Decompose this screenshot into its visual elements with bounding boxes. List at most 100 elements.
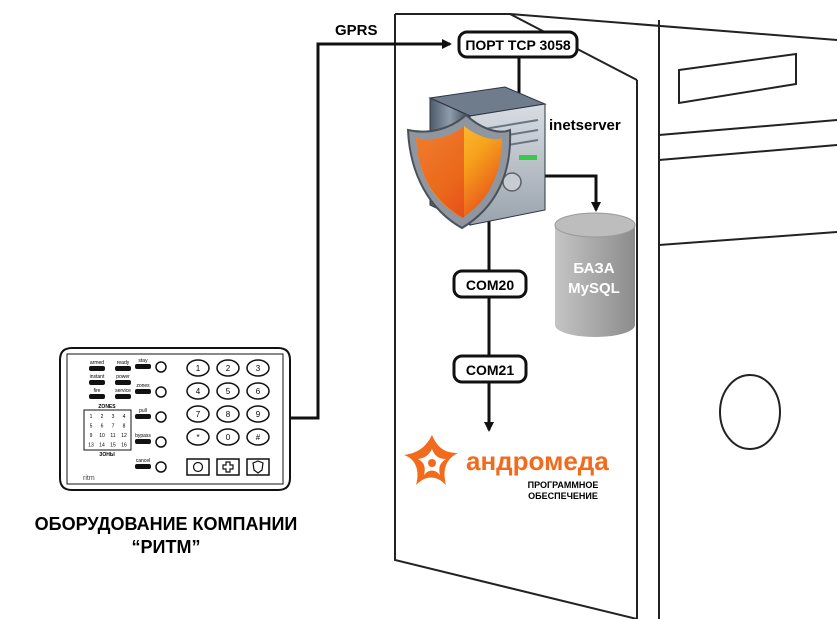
keypad-key <box>246 428 270 446</box>
keypad-key-label: 8 <box>226 410 231 419</box>
bay-divider-3 <box>658 231 837 246</box>
zone-number: 9 <box>90 433 93 439</box>
zone-number: 3 <box>112 414 115 420</box>
keypad-key <box>216 428 240 446</box>
keypad-indicators: armed ready instant power fire service <box>89 360 131 399</box>
side-button <box>135 389 151 394</box>
fire-key-icon <box>186 458 210 476</box>
side-button-label: bypass <box>135 433 151 439</box>
bay-divider-1 <box>658 119 837 136</box>
side-button-label: pull <box>139 408 147 414</box>
keypad-key-label: * <box>196 433 199 442</box>
tower-front-edge <box>394 14 638 619</box>
led-icon <box>519 155 537 160</box>
indicator-label: power <box>116 374 130 380</box>
side-button <box>135 414 151 419</box>
police-key-icon <box>246 458 270 476</box>
indicator-label: instant <box>90 374 105 380</box>
keypad-key <box>216 382 240 400</box>
keypad-key-label: 6 <box>256 387 261 396</box>
com20-box: COM20 <box>452 269 528 299</box>
shield-icon <box>406 113 512 230</box>
db-label-line2: MySQL <box>568 280 620 297</box>
side-button-ring <box>155 386 167 398</box>
keypad-key <box>216 405 240 423</box>
zones-frame <box>83 409 132 451</box>
keypad-side-buttons: stay zones pull bypass cancel <box>135 358 167 473</box>
indicator-led <box>115 394 131 399</box>
zone-number: 11 <box>110 433 115 439</box>
side-button-label: stay <box>138 358 148 364</box>
zone-number: 13 <box>88 443 94 449</box>
keypad-key <box>186 359 210 377</box>
port-label: ПОРТ TCP 3058 <box>465 37 571 53</box>
indicator-led <box>89 394 105 399</box>
andromeda-star-icon <box>404 435 458 485</box>
keypad-key-label: 0 <box>226 433 231 442</box>
indicator-led <box>89 366 105 371</box>
side-button-ring <box>155 411 167 423</box>
indicator-label: armed <box>90 360 104 366</box>
zone-number: 8 <box>123 424 126 430</box>
computer-tower <box>394 13 837 619</box>
drive-bay-slot <box>678 52 797 105</box>
keypad-key-label: 1 <box>196 364 201 373</box>
zone-number: 15 <box>110 443 116 449</box>
zone-number: 2 <box>101 414 104 420</box>
zone-number: 10 <box>99 433 105 439</box>
indicator-label: ready <box>117 360 130 366</box>
server-db-line <box>537 171 601 212</box>
zone-number: 14 <box>99 443 105 449</box>
keypad-brand: ritm <box>83 475 95 482</box>
keypad-key <box>246 405 270 423</box>
andromeda-logo: андромеда ПРОГРАММНОЕ ОБЕСПЕЧЕНИЕ <box>404 435 609 501</box>
keypad-key <box>186 382 210 400</box>
keypad-key <box>246 359 270 377</box>
side-button-ring <box>155 461 167 473</box>
connections <box>290 39 601 432</box>
zone-number: 4 <box>123 414 126 420</box>
zones-title-ru: ЗОНЫ <box>99 452 115 458</box>
bay-divider-2 <box>658 144 837 161</box>
indicator-led <box>89 380 105 385</box>
db-label-line1: БАЗА <box>573 260 614 277</box>
keypad-key-label: 2 <box>226 364 231 373</box>
keypad-key-label: 9 <box>256 410 261 419</box>
zone-number: 7 <box>112 424 115 430</box>
keypad-key-label: 3 <box>256 364 261 373</box>
zone-number: 16 <box>121 443 127 449</box>
keypad-key-label: 5 <box>226 387 231 396</box>
side-button <box>135 364 151 369</box>
zone-number: 5 <box>90 424 93 430</box>
zone-number: 12 <box>121 433 127 439</box>
keypad-device: ritm armed ready instant power fire service Z… <box>59 347 291 491</box>
medical-key-icon <box>216 458 240 476</box>
equipment-caption-line1: ОБОРУДОВАНИЕ КОМПАНИИ <box>35 514 298 534</box>
keypad-key-label: 7 <box>196 410 201 419</box>
indicator-led <box>115 380 131 385</box>
indicator-label: service <box>115 388 131 394</box>
andromeda-sub1: ПРОГРАММНОЕ <box>528 480 599 490</box>
port-box: ПОРТ TCP 3058 <box>457 30 579 59</box>
side-button-label: zones <box>136 383 150 389</box>
side-button-label: cancel <box>136 458 150 464</box>
side-button-ring <box>155 436 167 448</box>
keypad-key-label: 4 <box>196 387 201 396</box>
keypad-key <box>186 405 210 423</box>
zone-number: 6 <box>101 424 104 430</box>
keypad-key-label: # <box>256 433 261 442</box>
com20-label: COM20 <box>466 277 514 293</box>
equipment-caption-line2: “РИТМ” <box>132 537 201 557</box>
side-button <box>135 439 151 444</box>
com21-label: COM21 <box>466 362 514 378</box>
keypad-keys: 1 2 3 4 5 6 7 8 9 * 0 # <box>186 359 270 476</box>
andromeda-sub2: ОБЕСПЕЧЕНИЕ <box>528 491 598 501</box>
indicator-label: fire <box>94 388 101 394</box>
server-label: inetserver <box>549 117 621 134</box>
keypad-key <box>246 382 270 400</box>
power-button <box>719 374 781 450</box>
zones-title: ZONES <box>98 404 116 410</box>
gprs-line <box>290 39 452 420</box>
